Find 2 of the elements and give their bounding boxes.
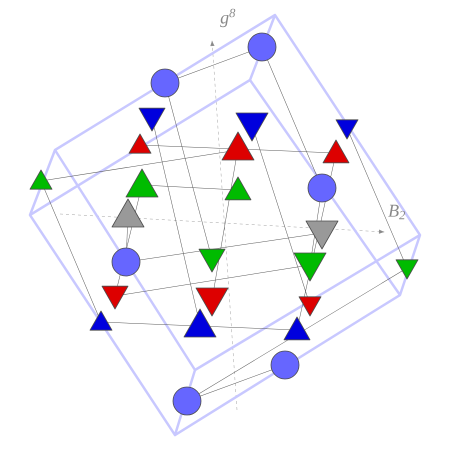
axis-label: g$^{8}$ bbox=[220, 8, 236, 28]
axis-label: B$_{2}$ bbox=[388, 204, 406, 220]
